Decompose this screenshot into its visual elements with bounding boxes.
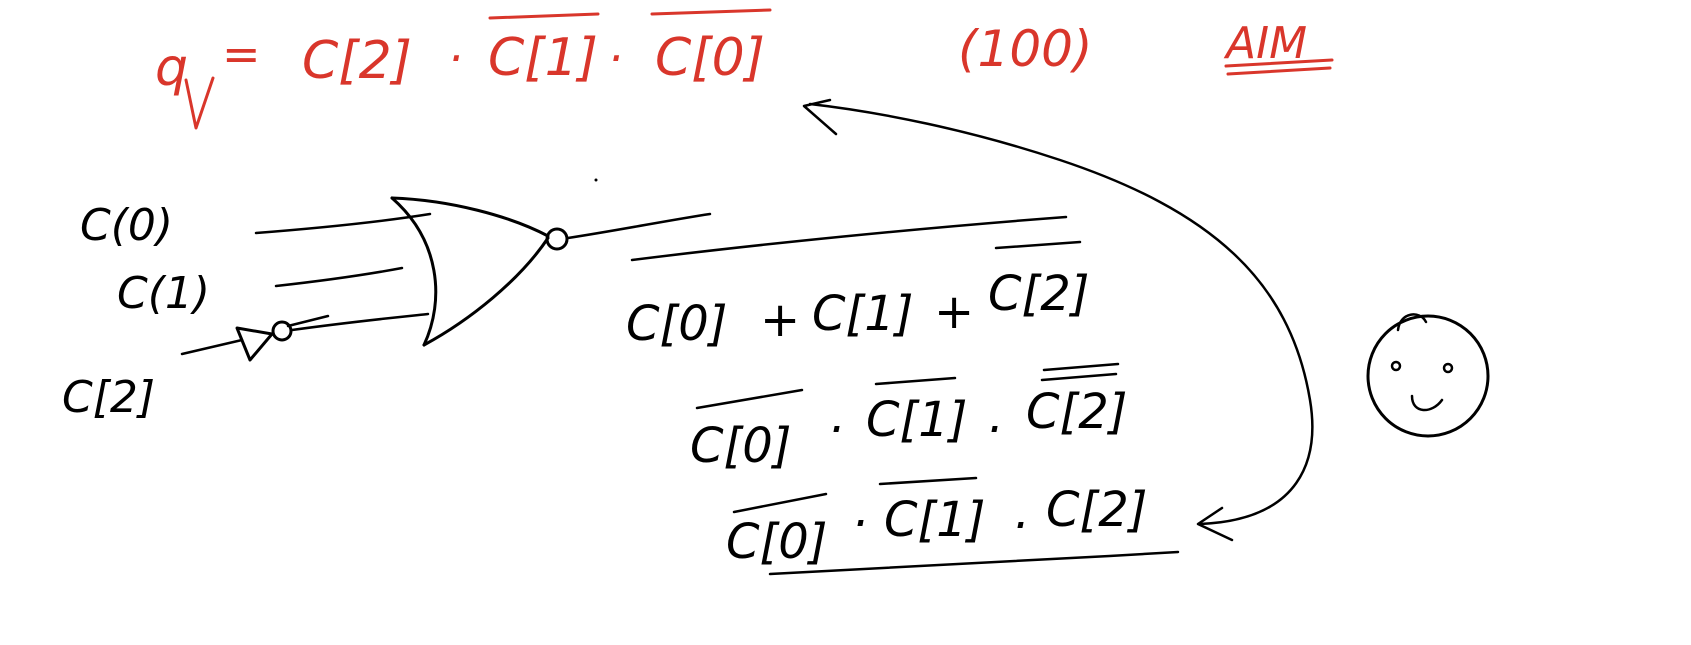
overbar-c1 [488,12,600,20]
arrow-head-bottom [1196,506,1234,542]
stray-dot [594,178,598,182]
wire-c2-in [180,338,244,356]
overbar-c2-line2-b [1040,372,1118,382]
equation-dot-1: · [448,31,463,85]
nor-bubble [545,227,569,251]
line2-op-2: · [986,402,1001,458]
overbar-c0-line2 [695,388,804,410]
overbar-c2-line1 [994,240,1082,250]
q-tail [184,76,215,130]
equation-dot-2: · [608,31,623,85]
arrow-head-top [802,98,838,136]
nor-gate-icon [390,196,712,347]
wire-c1 [274,266,404,288]
overbar-whole [630,215,1068,262]
not-gate-icon [235,320,293,362]
equation-term-c2: C[2] [302,31,412,91]
aim-label: AIM [1223,18,1307,69]
input-label-c2: C[2] [62,372,155,423]
smiley-face-icon [1366,313,1490,438]
overbar-c0 [650,8,772,16]
aim-underline-1 [1224,58,1334,68]
expression-line-1: C[0] + C[1] + C[2] [626,215,1090,352]
equation-lhs: q [155,38,188,98]
aim-underline-2 [1226,66,1332,76]
line3-term-c: C[2] [1046,482,1148,538]
input-label-c0: C(0) [80,200,173,251]
wire-c2-out [290,312,430,332]
line3-op-1: · [852,496,867,552]
line1-term-c: C[2] [988,266,1090,322]
line2-term-c: C[2] [1026,384,1128,440]
expression-line-2: C[0] · C[1] · C[2] [690,362,1128,474]
equation-term-c0: C[0] [655,28,765,88]
line3-term-b: C[1] [884,492,986,548]
combo-label: (100) [958,20,1092,78]
line2-term-b: C[1] [866,392,968,448]
top-equation: q = C[2] · C[1] · C[0] (100) AIM [155,8,1334,130]
inputs: C(0) C(1) C[2] [62,200,210,423]
equation-equals: = [222,27,261,81]
overbar-c1-line3 [878,476,978,486]
line3-op-2: · [1012,498,1027,554]
nor-back-curve [390,196,438,347]
line1-op-1: + [760,292,800,348]
nor-top-curve [390,196,550,238]
input-wires [180,212,432,356]
overbar-c0-line3 [732,492,828,514]
expression-line-3: C[0] · C[1] · C[2] [726,476,1180,576]
line2-term-a: C[0] [690,418,792,474]
wire-c0 [254,212,432,235]
arrow-curve [808,102,1314,526]
overbar-c2-line2-a [1042,362,1120,372]
line1-term-a: C[0] [626,296,728,352]
line1-op-2: + [934,284,974,340]
curved-arrow [802,98,1314,542]
line3-term-a: C[0] [726,514,828,570]
output-wire [566,212,712,240]
line3-underline [768,550,1180,576]
nor-bottom-curve [422,236,550,347]
overbar-c1-line2 [874,376,957,386]
wire-c2-stub [286,314,330,328]
equation-term-c1: C[1] [488,28,598,88]
line2-op-1: · [828,402,843,458]
line1-term-b: C[1] [812,286,914,342]
input-label-c1: C(1) [117,268,210,319]
